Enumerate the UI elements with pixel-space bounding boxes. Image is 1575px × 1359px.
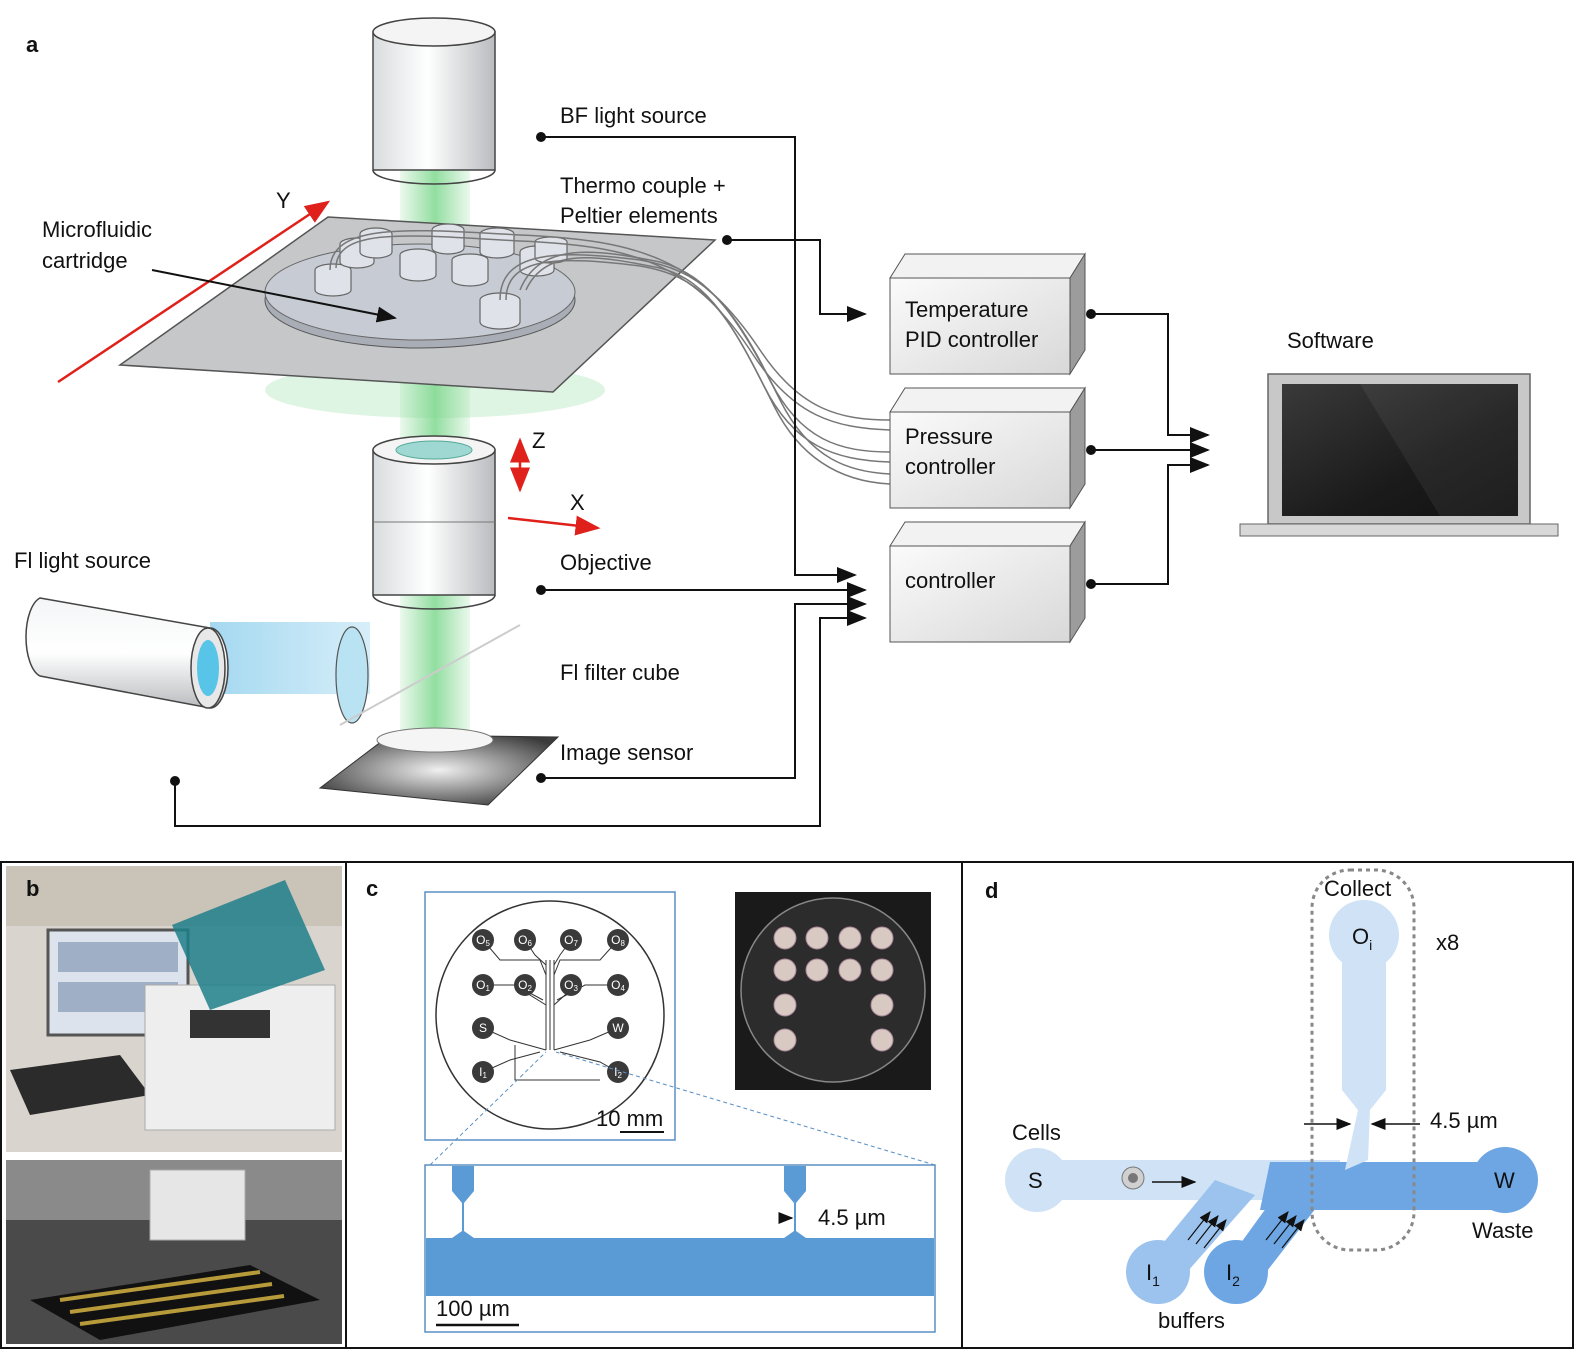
- fl-filter-mirror: [339, 624, 521, 726]
- laptop-icon: [1239, 373, 1559, 537]
- inlet-s-label: S: [1028, 1168, 1043, 1193]
- pressure-controller-box: [889, 386, 1086, 510]
- channel-scale-label: 100 µm: [436, 1296, 510, 1321]
- chip-port-o4: [607, 974, 629, 996]
- chip-port-o7: [560, 929, 582, 951]
- bf-light-source-cylinder: [372, 17, 496, 185]
- sorting-channel-diagram: [1005, 868, 1538, 1304]
- fl-light-source-label: Fl light source: [14, 548, 151, 573]
- microfluidic-label-2: cartridge: [42, 248, 128, 273]
- software-label: Software: [1287, 328, 1374, 353]
- channel-gap-label: 4.5 µm: [818, 1205, 886, 1230]
- inlet-i2-label: I2: [1226, 1260, 1240, 1289]
- chip-port-o5: [472, 929, 494, 951]
- pressure-box-label-1: Pressure: [905, 424, 993, 449]
- thermo-label-1: Thermo couple +: [560, 173, 726, 198]
- tubing: [329, 229, 891, 485]
- fl-light-source-cylinder: [25, 597, 229, 709]
- chip-port-i1: [472, 1061, 494, 1083]
- outlet-w-label: W: [1494, 1168, 1515, 1193]
- chip-port-label-i2: I2: [614, 1065, 622, 1080]
- chip-port-label-o8: O8: [611, 933, 625, 948]
- cells-label: Cells: [1012, 1120, 1061, 1145]
- fl-filter-cube-label: Fl filter cube: [560, 660, 680, 685]
- chip-port-i2: [607, 1061, 629, 1083]
- controller-box-label: controller: [905, 568, 995, 593]
- cartridge-pointer: [151, 269, 397, 323]
- controller-box: [889, 520, 1086, 644]
- panel-b-photo-closeup: [6, 1160, 342, 1344]
- temperature-box-label-2: PID controller: [905, 327, 1038, 352]
- buffers-label: buffers: [1158, 1308, 1225, 1333]
- chip-port-o3: [560, 974, 582, 996]
- collect-gap-label: 4.5 µm: [1430, 1108, 1498, 1133]
- outlet-oi-label: Oi: [1352, 924, 1372, 953]
- chip-port-s: [472, 1017, 494, 1039]
- chip-port-label-o7: O7: [564, 933, 578, 948]
- multiplier-label: x8: [1436, 930, 1459, 955]
- channel-zoom-inset: [424, 1164, 936, 1333]
- panel-b-photo-instrument: [6, 866, 342, 1152]
- thermo-label-2: Peltier elements: [560, 203, 718, 228]
- chip-port-label-o1: O1: [476, 978, 490, 993]
- z-axis-label: Z: [532, 428, 545, 453]
- chip-port-label-o5: O5: [476, 933, 490, 948]
- image-sensor: [318, 727, 560, 806]
- objective-label: Objective: [560, 550, 652, 575]
- fl-lens: [335, 626, 369, 724]
- bf-light-source-label: BF light source: [560, 103, 707, 128]
- microfluidic-label-1: Microfluidic: [42, 217, 152, 242]
- panel-a-letter: a: [26, 32, 39, 57]
- chip-scale-label: 10 mm: [596, 1106, 663, 1131]
- chip-port-label-o6: O6: [518, 933, 532, 948]
- chip-port-o1: [472, 974, 494, 996]
- chip-port-label-o3: O3: [564, 978, 578, 993]
- chip-port-o8: [607, 929, 629, 951]
- image-sensor-label: Image sensor: [560, 740, 693, 765]
- panel-b-letter: b: [26, 876, 39, 901]
- temperature-controller-box: [889, 252, 1086, 376]
- inlet-i1-label: I1: [1146, 1260, 1160, 1289]
- x-axis-label: X: [570, 490, 585, 515]
- objective-lens: [372, 435, 496, 610]
- temperature-box-label-1: Temperature: [905, 297, 1029, 322]
- pressure-box-label-2: controller: [905, 454, 995, 479]
- y-axis-label: Y: [276, 188, 291, 213]
- chip-photo: [735, 892, 931, 1090]
- chip-port-label-i1: I1: [479, 1065, 487, 1080]
- connection-lines: [170, 132, 1210, 827]
- x-axis-arrow: [507, 515, 601, 536]
- chip-port-label-o2: O2: [518, 978, 532, 993]
- y-axis-arrow: [57, 200, 331, 384]
- chip-port-label-o4: O4: [611, 978, 625, 993]
- panel-d-letter: d: [985, 878, 998, 903]
- waste-label: Waste: [1472, 1218, 1534, 1243]
- chip-channels: [482, 939, 619, 1081]
- chip-port-label-s: S: [479, 1021, 487, 1035]
- chip-port-w: [607, 1017, 629, 1039]
- bottom-frame: [0, 861, 1574, 1349]
- chip-port-o6: [514, 929, 536, 951]
- panel-c-letter: c: [366, 876, 378, 901]
- chip-port-label-w: W: [612, 1021, 624, 1035]
- chip-port-o2: [514, 974, 536, 996]
- collect-label: Collect: [1324, 876, 1391, 901]
